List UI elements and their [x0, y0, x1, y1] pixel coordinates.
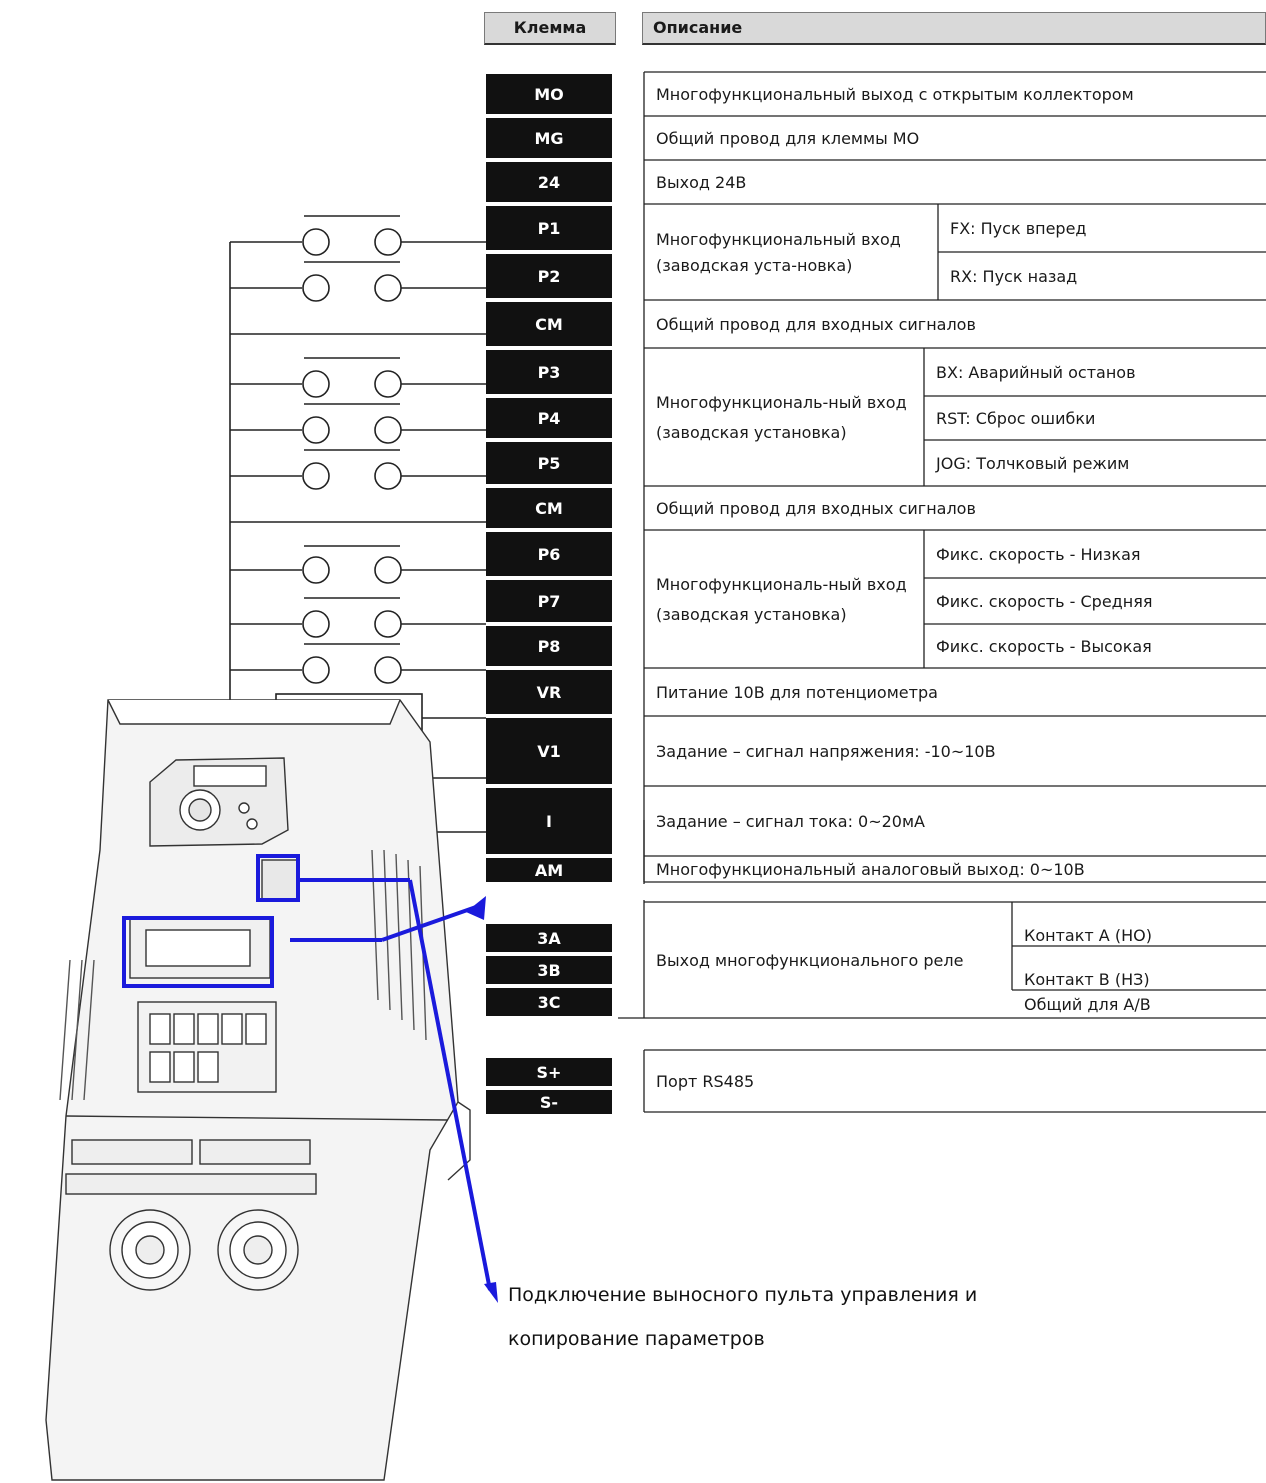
desc-relay-b: Контакт В (НЗ)	[1024, 970, 1150, 989]
note-line-1: Подключение выносного пульта управления …	[508, 1284, 978, 1306]
desc-p7-mid: Фикс. скорость - Средняя	[936, 592, 1153, 611]
terminal-cm-2: CM	[486, 488, 612, 528]
terminal-p5: P5	[486, 442, 612, 484]
terminal-p1: P1	[486, 206, 612, 250]
terminal-24: 24	[486, 162, 612, 202]
table-grid	[618, 71, 1266, 1113]
terminal-p8: P8	[486, 626, 612, 666]
desc-vr: Питание 10В для потенциометра	[656, 683, 938, 702]
desc-v1: Задание – сигнал напряжения: -10~10В	[656, 742, 996, 761]
terminal-mg: MG	[486, 118, 612, 158]
desc-p1-p2: Многофункциональный вход (заводская уста…	[656, 230, 901, 275]
desc-p3-bx: BX: Аварийный останов	[936, 363, 1136, 382]
desc-mo: Многофункциональный выход с открытым кол…	[656, 85, 1134, 104]
terminal-p4: P4	[486, 398, 612, 438]
desc-p3-p5: Многофункциональ-ный вход (заводская уст…	[656, 393, 907, 442]
terminal-p7: P7	[486, 580, 612, 622]
desc-cm-1: Общий провод для входных сигналов	[656, 315, 976, 334]
desc-mg: Общий провод для клеммы МО	[656, 129, 920, 148]
terminal-p6: P6	[486, 532, 612, 576]
terminal-s-plus: S+	[486, 1058, 612, 1086]
terminal-cm-1: CM	[486, 302, 612, 346]
terminal-s-minus: S-	[486, 1090, 612, 1114]
terminal-i: I	[486, 788, 612, 854]
terminal-3b: 3B	[486, 956, 612, 984]
desc-p2-rx: RX: Пуск назад	[950, 267, 1078, 286]
terminal-3c: 3C	[486, 988, 612, 1016]
desc-rs485: Порт RS485	[656, 1072, 755, 1091]
terminal-mo: MO	[486, 74, 612, 114]
terminal-am: AM	[486, 858, 612, 882]
desc-p4-rst: RST: Сброс ошибки	[936, 409, 1096, 428]
desc-p6-p8: Многофункциональ-ный вход (заводская уст…	[656, 575, 907, 624]
desc-relay-a: Контакт А (НО)	[1024, 926, 1152, 945]
callout-arrowheads	[466, 896, 498, 1303]
input-switches	[229, 215, 486, 832]
terminal-p2: P2	[486, 254, 612, 298]
desc-i: Задание – сигнал тока: 0~20мА	[656, 812, 925, 831]
desc-p6-low: Фикс. скорость - Низкая	[936, 545, 1141, 564]
note-line-2: копирование параметров	[508, 1328, 765, 1350]
desc-cm-2: Общий провод для входных сигналов	[656, 499, 976, 518]
header-terminal: Клемма	[484, 12, 616, 45]
desc-p1-fx: FX: Пуск вперед	[950, 219, 1087, 238]
desc-relay: Выход многофункционального реле	[656, 951, 964, 970]
terminal-v1: V1	[486, 718, 612, 784]
terminal-vr: VR	[486, 670, 612, 714]
terminal-p3: P3	[486, 350, 612, 394]
terminal-3a: 3A	[486, 924, 612, 952]
desc-am: Многофункциональный аналоговый выход: 0~…	[656, 860, 1085, 879]
blue-callouts	[122, 854, 492, 1291]
desc-p8-high: Фикс. скорость - Высокая	[936, 637, 1152, 656]
desc-p5-jog: JOG: Толчковый режим	[936, 454, 1130, 473]
desc-relay-c: Общий для А/В	[1024, 995, 1151, 1014]
desc-24v: Выход 24В	[656, 173, 747, 192]
header-description: Описание	[642, 12, 1266, 45]
inverter-drawing	[45, 699, 471, 1481]
